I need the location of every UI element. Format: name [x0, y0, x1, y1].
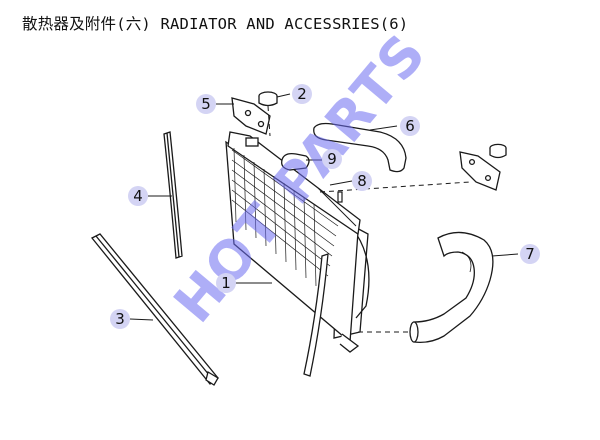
part-5-bracket	[231, 97, 271, 135]
callout-5: 5	[196, 94, 216, 114]
part-4-side-strip	[163, 131, 183, 259]
callout-4: 4	[128, 186, 148, 206]
dashed-assembly-lines	[267, 105, 471, 333]
part-3-seal-strip	[90, 233, 219, 386]
callout-8: 8	[352, 171, 372, 191]
callout-number: 6	[405, 117, 415, 135]
callout-circle	[322, 149, 342, 169]
callout-circle	[292, 84, 312, 104]
callout-number: 7	[525, 245, 535, 263]
part-6-upper-hose	[313, 122, 407, 173]
part-7-lower-hose	[409, 231, 494, 344]
callout-number: 8	[357, 172, 367, 190]
callout-circle	[196, 94, 216, 114]
callout-circle	[110, 309, 130, 329]
callout-9: 9	[322, 149, 342, 169]
callout-number: 5	[201, 95, 211, 113]
callout-2: 2	[292, 84, 312, 104]
callout-number: 2	[297, 85, 307, 103]
callout-circle	[400, 116, 420, 136]
part-8-bolt	[337, 191, 343, 203]
callout-circle	[128, 186, 148, 206]
callout-6: 6	[400, 116, 420, 136]
part-1-radiator-core	[225, 131, 370, 353]
callout-number: 9	[327, 150, 337, 168]
callout-circle	[352, 171, 372, 191]
callout-number: 3	[115, 310, 125, 328]
callout-3: 3	[110, 309, 130, 329]
page-title: 散热器及附件(六) RADIATOR AND ACCESSRIES(6)	[22, 15, 409, 33]
callout-7: 7	[520, 244, 540, 264]
callout-circle	[520, 244, 540, 264]
callout-number: 1	[221, 274, 231, 292]
front-side-strip	[303, 253, 329, 377]
callout-1: 1	[216, 273, 236, 293]
leader-lines	[129, 93, 519, 321]
callout-number: 4	[133, 187, 143, 205]
part-2-rubber-cushion	[258, 91, 278, 107]
part-9-cap	[281, 152, 310, 171]
right-bracket-assembly	[459, 143, 507, 191]
callout-circle	[216, 273, 236, 293]
